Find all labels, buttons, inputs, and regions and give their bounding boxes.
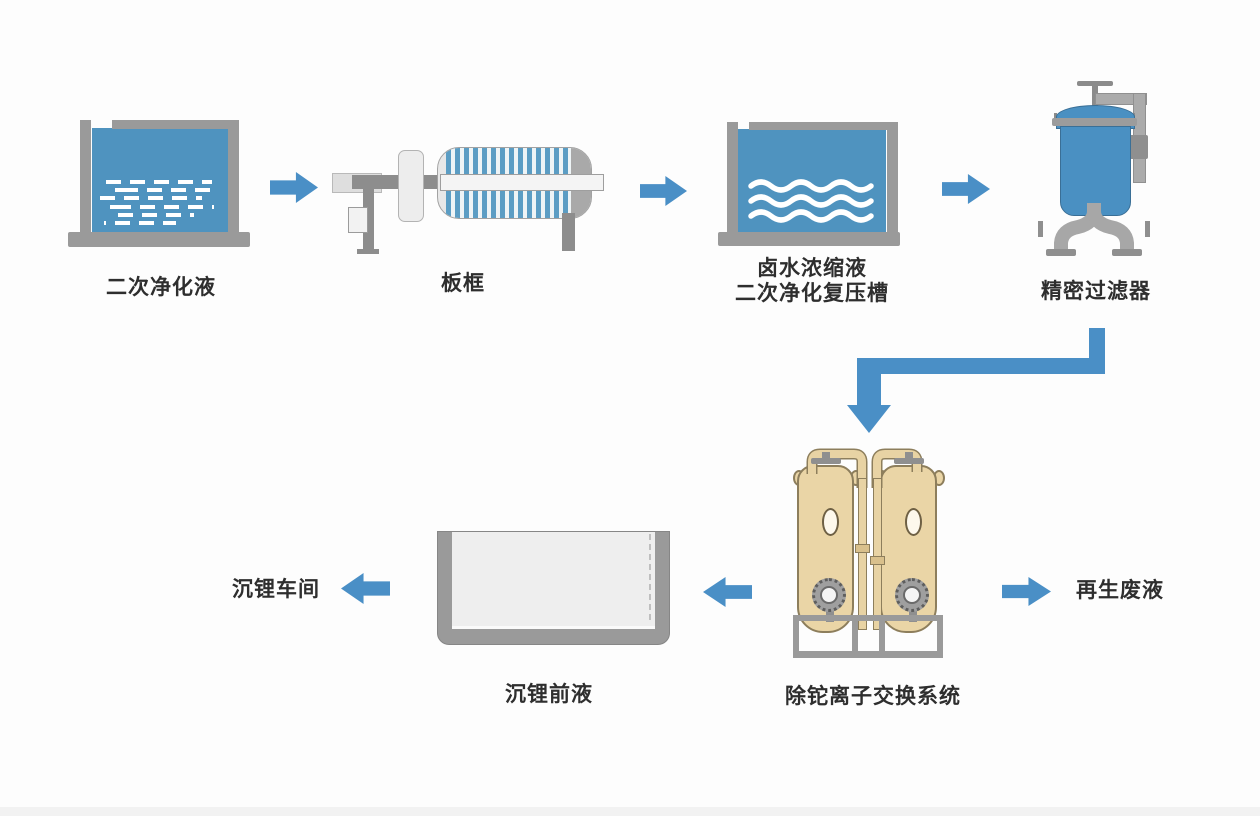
manhole-cover: [820, 586, 838, 604]
column-lid-stem-right: [905, 452, 913, 458]
column-lid-left: [811, 458, 841, 464]
manhole-cover: [903, 586, 921, 604]
liquid-dash: [110, 205, 214, 209]
support-foot-left: [357, 249, 379, 254]
tank-top-bar: [112, 120, 239, 129]
level-gauge-dashes: [649, 534, 651, 620]
pipe-coupling: [855, 544, 870, 553]
filter-leg-pipes: [1038, 203, 1150, 256]
stand-post: [852, 615, 858, 658]
tank-wall-right: [887, 122, 898, 234]
tank-base: [718, 232, 900, 246]
sight-glass-right: [905, 508, 922, 536]
press-end-plate: [398, 150, 424, 222]
plate-frame-filter: [330, 145, 604, 255]
column-lid-right: [894, 458, 924, 464]
column-top-pipes: [806, 448, 923, 488]
liquid-dash: [100, 196, 202, 200]
valve-handle: [1077, 81, 1113, 86]
flow-arrow-right-1: [270, 172, 318, 203]
liquid-dash: [114, 188, 218, 192]
secondary-purified-liquid-tank: [68, 118, 250, 248]
filter-body: [1060, 126, 1131, 216]
plate-frame-label: 板框: [441, 272, 485, 295]
tank-liquid: [92, 128, 228, 234]
elbow-arrow-head: [847, 405, 891, 433]
ion-exchange-column-left: [797, 465, 854, 633]
center-pipe-left: [858, 478, 867, 630]
secondary-purified-liquid-label: 二次净化液: [106, 276, 216, 299]
tank-wall-left: [80, 120, 91, 234]
wave-lines: [748, 179, 874, 223]
pre-lithium-liquid-label: 沉锂前液: [505, 683, 593, 706]
bottom-edge-strip: [0, 807, 1260, 816]
tank-base: [68, 232, 250, 247]
manhole-right: [895, 578, 929, 612]
flow-arrow-left-1: [703, 577, 752, 607]
elbow-arrow-stub: [1089, 328, 1105, 361]
elbow-arrow-vertical: [857, 358, 881, 408]
sight-glass-left: [822, 508, 839, 536]
elbow-arrow-horizontal: [861, 358, 1105, 374]
tank-liquid: [452, 532, 655, 629]
flow-arrow-right-3: [942, 174, 990, 204]
center-tie-bar: [440, 174, 604, 191]
support-leg-right: [562, 213, 575, 251]
hydraulic-unit: [348, 207, 368, 233]
stand-frame-bottom: [793, 651, 943, 658]
support-leg-left: [363, 187, 374, 251]
lithium-workshop-label: 沉锂车间: [232, 578, 320, 601]
stand-post: [879, 615, 885, 658]
flange-ring: [1052, 118, 1137, 126]
flow-arrow-right-2: [640, 176, 687, 206]
stand-frame-top: [793, 615, 943, 621]
column-lid-stem-left: [822, 452, 830, 458]
regeneration-waste-label: 再生废液: [1076, 579, 1164, 602]
liquid-dash: [104, 221, 176, 225]
stand-post: [937, 615, 943, 658]
ion-exchange-label: 除铊离子交换系统: [785, 685, 961, 708]
stand-post: [793, 615, 799, 658]
center-pipe-right: [873, 478, 882, 630]
tank-top-bar: [749, 122, 887, 130]
precision-filter-label: 精密过滤器: [1041, 280, 1151, 303]
brine-label-line2: 二次净化复压槽: [735, 282, 889, 305]
pipe-coupling: [870, 556, 885, 565]
precision-filter: [1030, 75, 1162, 267]
pipe-coupling: [1129, 135, 1148, 159]
ion-exchange-system: [785, 448, 950, 660]
brine-label-line1: 卤水浓缩液: [757, 257, 867, 280]
brine-concentrate-tank-label: 卤水浓缩液 二次净化复压槽: [712, 256, 912, 306]
liquid-dash: [118, 213, 194, 217]
tank-wall-right: [228, 120, 239, 234]
liquid-dash: [106, 180, 212, 184]
brine-concentrate-tank: [718, 120, 900, 248]
manhole-left: [812, 578, 846, 612]
pre-lithium-liquid-tank: [437, 531, 670, 645]
tank-wall-left: [727, 122, 738, 234]
